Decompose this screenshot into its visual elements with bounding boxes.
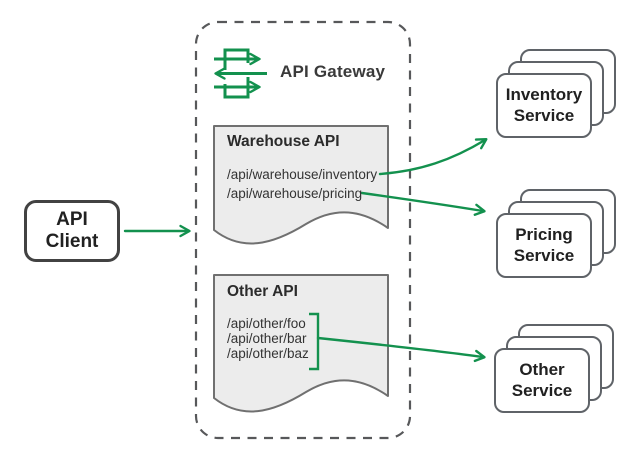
gateway-boundary (194, 20, 412, 440)
route-other-baz: /api/other/baz (227, 346, 309, 361)
pricing-service-card: Pricing Service (496, 213, 592, 278)
api-gateway-icon (214, 48, 267, 99)
route-group-bracket (309, 312, 320, 371)
pricing-route-arrow (360, 191, 486, 216)
inventory-route-arrow (378, 138, 488, 176)
route-other-bar: /api/other/bar (227, 331, 307, 346)
service-stack-other: Other Service (494, 324, 616, 415)
route-warehouse-pricing: /api/warehouse/pricing (227, 186, 363, 201)
other-service-card: Other Service (494, 348, 590, 413)
other-api-doc-shape (213, 274, 389, 413)
api-gateway-title: API Gateway (280, 62, 386, 81)
warehouse-api-doc-shape (213, 125, 389, 245)
service-stack-inventory: Inventory Service (496, 49, 618, 140)
route-other-foo: /api/other/foo (227, 316, 306, 331)
warehouse-api-title: Warehouse API (227, 133, 340, 150)
other-api-title: Other API (227, 283, 298, 300)
inventory-service-card: Inventory Service (496, 73, 592, 138)
service-stack-pricing: Pricing Service (496, 189, 618, 280)
api-client-box: API Client (24, 200, 120, 262)
route-warehouse-inventory: /api/warehouse/inventory (227, 167, 378, 182)
other-route-arrow (316, 336, 486, 363)
